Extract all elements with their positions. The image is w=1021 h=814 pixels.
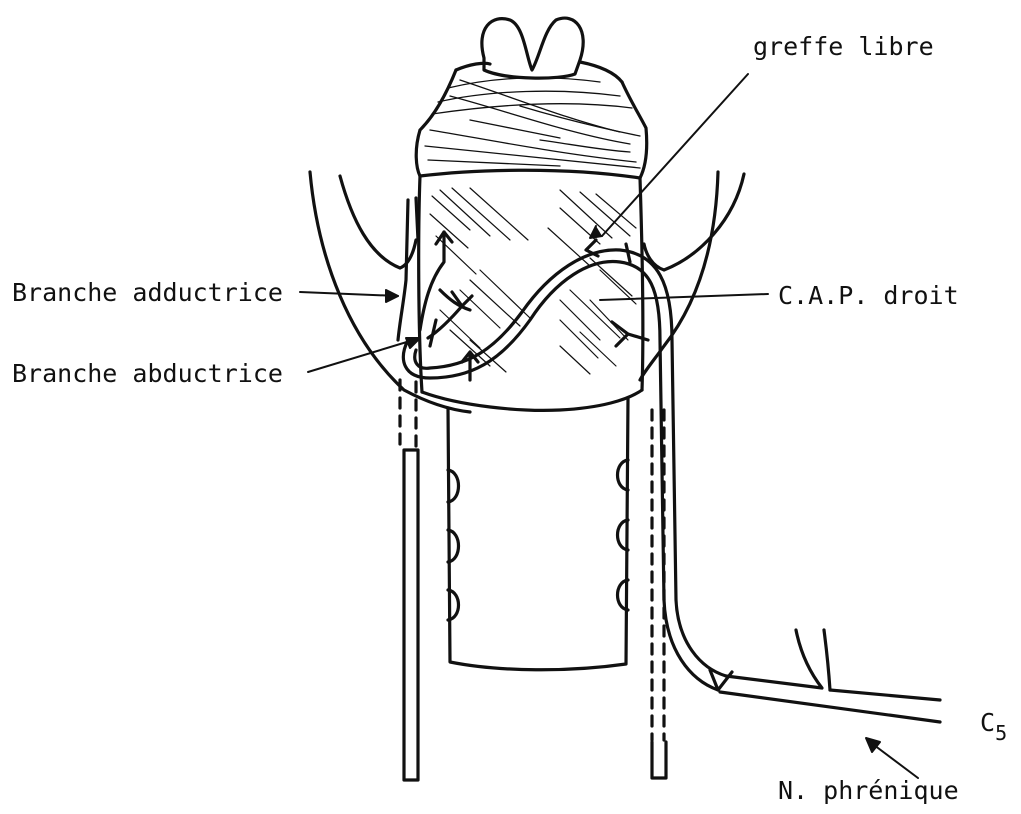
left-nerve-branches	[420, 232, 472, 346]
epiglottis	[482, 18, 583, 78]
label-cap-droit: C.A.P. droit	[778, 283, 959, 308]
label-c5: C5	[980, 710, 1007, 735]
thyroid-cartilage	[310, 172, 744, 412]
label-branche-adductrice: Branche adductrice	[12, 280, 283, 305]
left-recurrent-nerve	[398, 198, 418, 780]
label-branche-abductrice: Branche abductrice	[12, 361, 283, 386]
phrenic-nerve	[710, 630, 940, 722]
label-c5-number: 5	[995, 721, 1007, 745]
label-greffe-libre: greffe libre	[753, 34, 934, 59]
leader-lines	[300, 74, 918, 778]
label-c5-letter: C	[980, 708, 995, 737]
trachea	[448, 398, 628, 670]
label-n-phrenique: N. phrénique	[778, 778, 959, 803]
